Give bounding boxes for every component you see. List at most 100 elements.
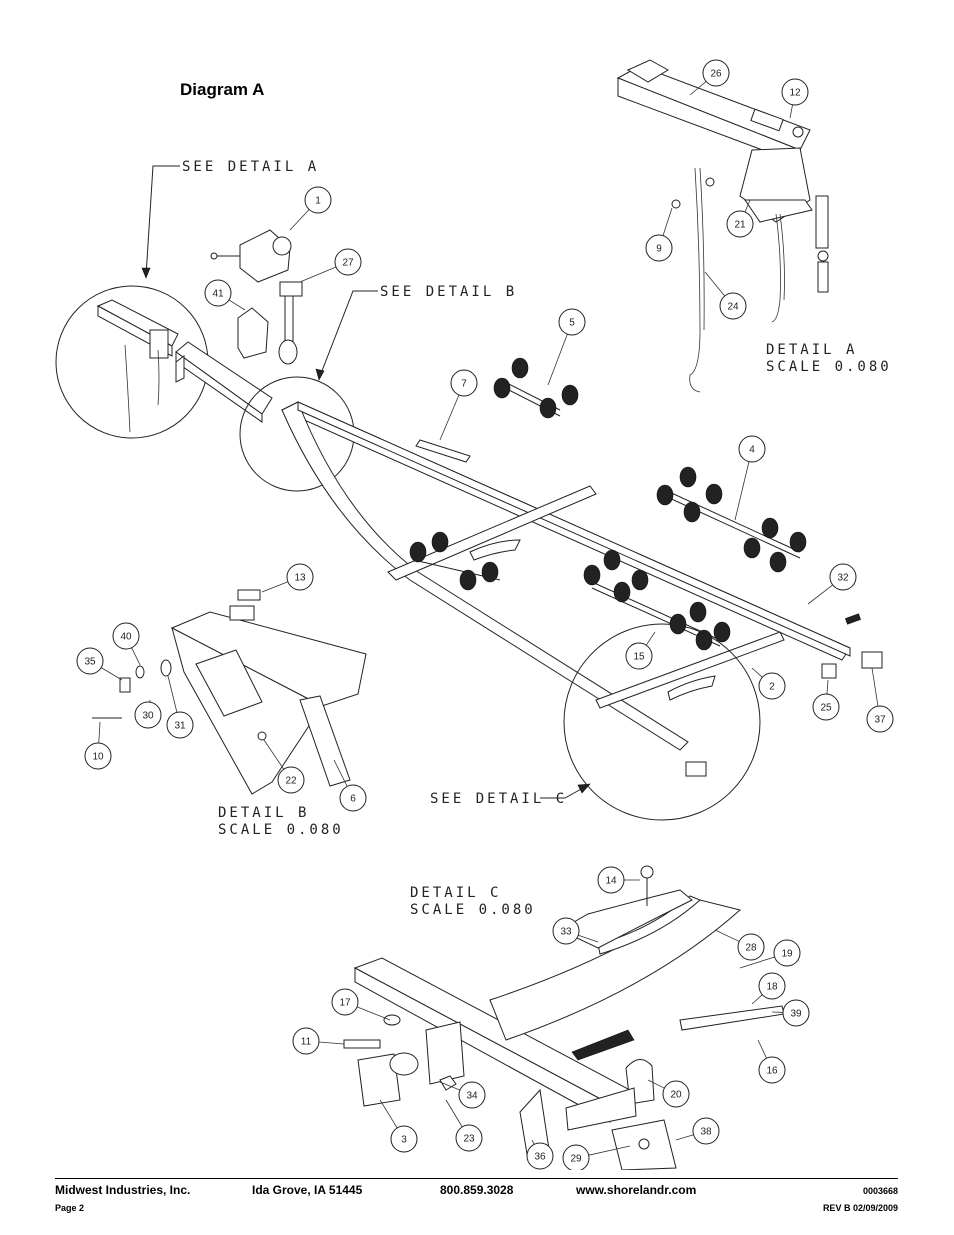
part-36-bubble [526, 1142, 554, 1170]
part-34-number: 34 [466, 1091, 478, 1102]
detail-b-drawing [92, 589, 367, 795]
see-detail-c-leader [540, 787, 584, 799]
roller-bunk-4 [656, 466, 807, 573]
part-number-bubbles: 2612921241274157432134035303110226152253… [76, 59, 894, 1170]
part-14-bubble [597, 866, 625, 894]
part-6-bubble [339, 784, 367, 812]
roller-bunk-5 [493, 357, 579, 419]
part-3-number: 3 [401, 1135, 407, 1146]
part-12-number: 12 [789, 88, 801, 99]
part-24-bubble [719, 292, 747, 320]
part-35-leader [100, 667, 123, 681]
detail-c-drawing [343, 865, 785, 1170]
part-4-bubble [738, 435, 766, 463]
detail-a-name: DETAIL A [766, 342, 857, 358]
part-39-number: 39 [790, 1009, 802, 1020]
part-28-bubble [737, 933, 765, 961]
part-27-number: 27 [342, 258, 354, 269]
part-1-number: 1 [315, 196, 321, 207]
part-10-number: 10 [92, 752, 104, 763]
part-35-bubble [76, 647, 104, 675]
roller-bunk-15 [583, 549, 731, 651]
part-9-leader [662, 207, 673, 236]
part-5-bubble [558, 308, 586, 336]
see-detail-c-label: SEE DETAIL C [430, 791, 567, 807]
part-28-leader [714, 929, 740, 942]
part-18-number: 18 [766, 982, 778, 993]
part-1-leader [289, 209, 310, 231]
footer-revision: REV B 02/09/2009 [822, 1203, 898, 1213]
part-3-leader [379, 1099, 398, 1129]
part-2-leader [751, 667, 763, 678]
part-38-leader [675, 1134, 694, 1141]
winch-assembly [210, 229, 303, 365]
part-5-number: 5 [569, 318, 575, 329]
part-30-bubble [134, 701, 162, 729]
part-17-number: 17 [339, 998, 351, 1009]
see-detail-a-leader [145, 165, 180, 277]
see-detail-c-arrowhead [577, 783, 591, 794]
part-9-bubble [645, 234, 673, 262]
part-26-bubble [702, 59, 730, 87]
part-33-number: 33 [560, 927, 572, 938]
part-15-leader [645, 631, 656, 646]
part-29-leader [588, 1145, 631, 1156]
part-19-leader [739, 956, 775, 969]
part-12-bubble [781, 78, 809, 106]
part-23-bubble [455, 1124, 483, 1152]
part-17-leader [356, 1006, 391, 1021]
part-21-leader [744, 199, 751, 213]
bunk-pads-main [469, 539, 883, 777]
part-27-leader [299, 266, 337, 283]
part-23-number: 23 [463, 1134, 475, 1145]
part-23-leader [445, 1099, 463, 1128]
part-38-bubble [692, 1117, 720, 1145]
part-25-number: 25 [820, 703, 832, 714]
part-10-leader [98, 721, 101, 744]
part-25-leader [826, 679, 829, 695]
part-13-leader [261, 581, 289, 593]
part-15-bubble [625, 642, 653, 670]
part-37-bubble [866, 705, 894, 733]
part-31-number: 31 [174, 721, 186, 732]
detail-c-inset-circle [563, 623, 761, 821]
part-22-bubble [277, 766, 305, 794]
part-25-bubble [812, 693, 840, 721]
detail-c-scale: SCALE 0.080 [410, 902, 536, 918]
diagram-title: Diagram A [180, 80, 265, 99]
part-16-number: 16 [766, 1066, 778, 1077]
part-11-bubble [292, 1027, 320, 1055]
see-detail-a-label: SEE DETAIL A [182, 159, 319, 175]
part-6-number: 6 [350, 794, 356, 805]
footer-phone: 800.859.3028 [440, 1183, 514, 1197]
part-40-leader [131, 647, 141, 666]
part-20-bubble [662, 1080, 690, 1108]
part-27-bubble [334, 248, 362, 276]
part-15-number: 15 [633, 652, 645, 663]
part-38-number: 38 [700, 1127, 712, 1138]
part-20-number: 20 [670, 1090, 682, 1101]
part-32-number: 32 [837, 573, 849, 584]
footer-website: www.shorelandr.com [576, 1183, 697, 1197]
see-detail-b-leader [319, 290, 378, 377]
detail-a-drawing [616, 59, 829, 393]
see-detail-a-arrowhead [141, 267, 151, 279]
trailer-tongue [175, 341, 273, 423]
part-2-bubble [758, 672, 786, 700]
part-4-number: 4 [749, 445, 755, 456]
part-5-leader [547, 334, 568, 386]
part-11-leader [318, 1041, 345, 1045]
part-1-bubble [304, 186, 332, 214]
roller-bunk-front [409, 531, 501, 591]
part-32-bubble [829, 563, 857, 591]
part-18-leader [751, 994, 763, 1005]
part-39-bubble [782, 999, 810, 1027]
see-detail-b-arrowhead [315, 368, 325, 381]
part-7-number: 7 [461, 379, 467, 390]
see-detail-b-label: SEE DETAIL B [380, 284, 517, 300]
part-30-number: 30 [142, 711, 154, 722]
part-26-number: 26 [710, 69, 722, 80]
part-12-leader [789, 104, 793, 119]
part-36-leader [531, 1139, 535, 1145]
part-7-leader [439, 394, 460, 441]
